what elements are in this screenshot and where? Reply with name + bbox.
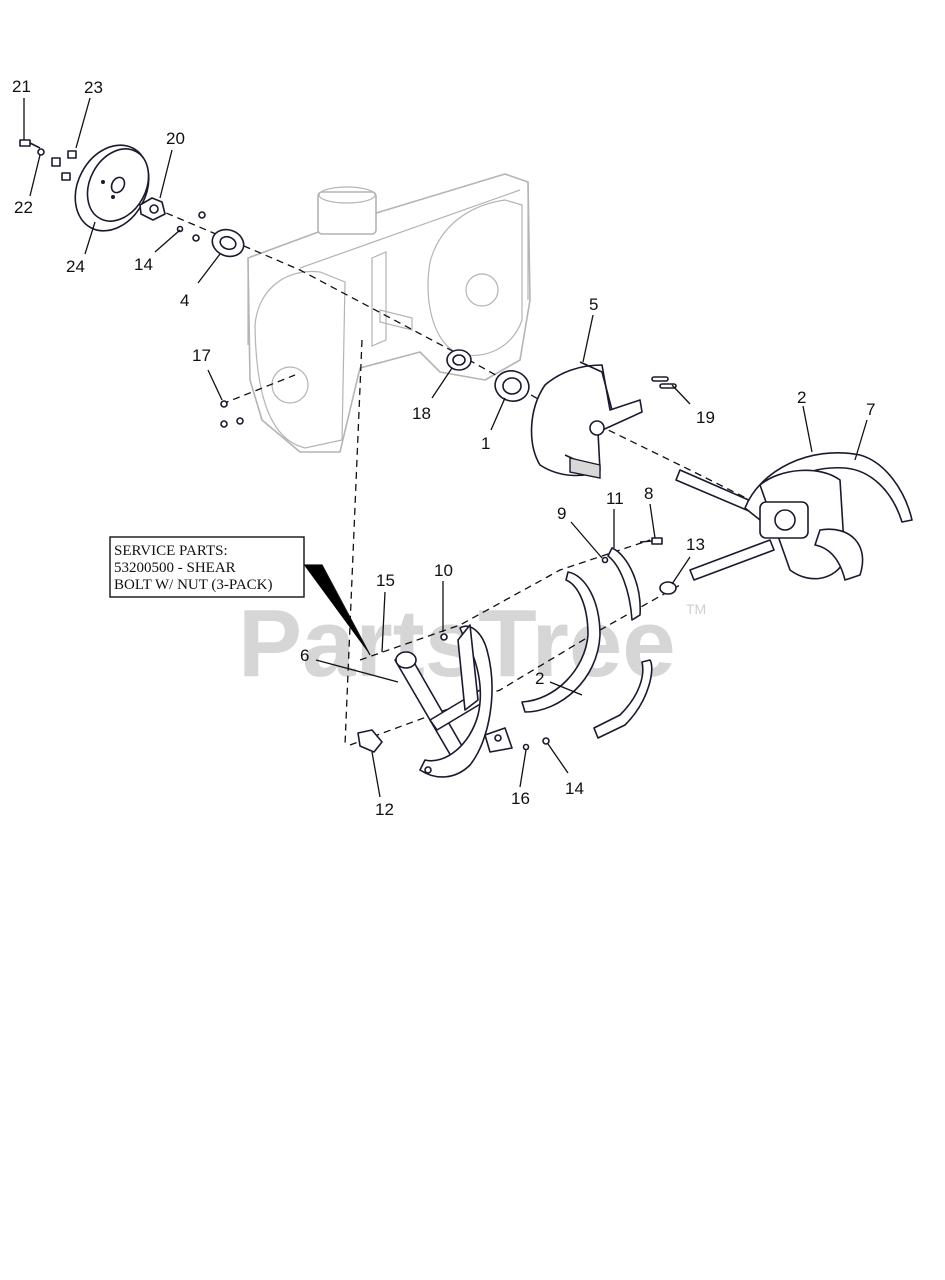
callout-12: 12 — [375, 800, 394, 819]
callout-14-bottom: 14 — [565, 779, 584, 798]
callout-20: 20 — [166, 129, 185, 148]
callout-19: 19 — [696, 408, 715, 427]
callout-22: 22 — [14, 198, 33, 217]
callout-15: 15 — [376, 571, 395, 590]
callout-5: 5 — [589, 295, 598, 314]
callout-7: 7 — [866, 400, 875, 419]
callout-14: 14 — [134, 255, 153, 274]
left-auger — [357, 624, 513, 778]
auger-housing — [247, 173, 531, 453]
callout-8: 8 — [644, 484, 653, 503]
callout-16: 16 — [511, 789, 530, 808]
callout-4: 4 — [180, 291, 189, 310]
axis-lines — [99, 184, 751, 746]
callout-6: 6 — [300, 646, 309, 665]
flighting-segments — [521, 537, 663, 751]
callout-23: 23 — [84, 78, 103, 97]
pulley-assembly — [19, 139, 245, 258]
callout-10: 10 — [434, 561, 453, 580]
right-auger — [659, 451, 913, 595]
note-line-3: BOLT W/ NUT (3-PACK) — [114, 577, 273, 593]
callout-11: 11 — [606, 489, 624, 508]
callout-21: 21 — [12, 77, 31, 96]
callout-18: 18 — [412, 404, 431, 423]
note-line-1: SERVICE PARTS: — [114, 543, 228, 559]
callout-2-mid: 2 — [535, 669, 544, 688]
gearbox-bracket — [530, 361, 677, 479]
callout-17: 17 — [192, 346, 211, 365]
callout-2-top: 2 — [797, 388, 806, 407]
callout-1: 1 — [481, 434, 490, 453]
leader-lines — [23, 97, 868, 798]
callout-24: 24 — [66, 257, 85, 276]
note-line-2: 53200500 - SHEAR — [114, 560, 236, 576]
callout-9: 9 — [557, 504, 566, 523]
watermark-tm: TM — [686, 601, 706, 617]
service-note: SERVICE PARTS: 53200500 - SHEAR BOLT W/ … — [109, 536, 371, 656]
callout-13: 13 — [686, 535, 705, 554]
watermark-text: PartsTree — [238, 590, 676, 697]
callouts: 21 23 20 22 24 14 4 17 18 1 5 19 2 7 9 1… — [12, 77, 875, 819]
bearing-parts — [220, 349, 530, 428]
